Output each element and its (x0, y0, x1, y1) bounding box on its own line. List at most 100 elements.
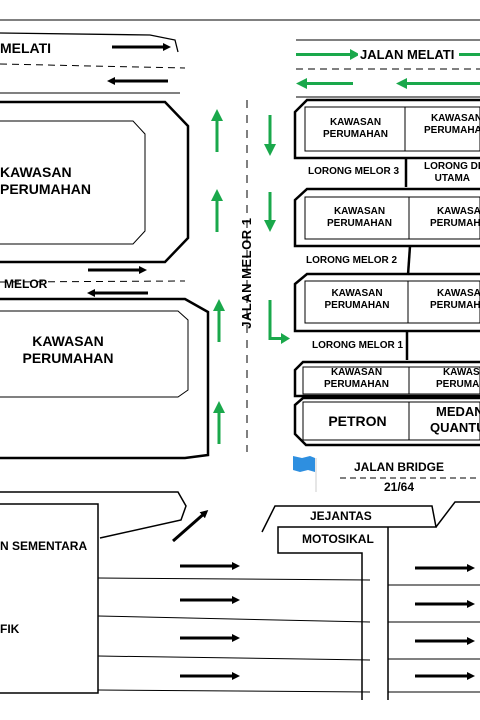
area-label-block4-a: KAWASAN PERUMAHAN (304, 367, 409, 391)
road-label-jalan-bridge: JALAN BRIDGE (354, 460, 445, 474)
area-label-sementara: N SEMENTARA (0, 539, 88, 553)
area-label-block2-a: KAWASAN PERUMAHAN (310, 206, 409, 230)
block-2-outline (293, 187, 480, 248)
road-label-jalan-melor-1: JALAN MELOR 1 (239, 217, 255, 329)
area-label-line: KAWASAN (436, 206, 480, 217)
block-1-inner (304, 106, 480, 152)
road-label-lorong-melor-1: LORONG MELOR 1 (312, 340, 404, 351)
green-arrow-down-shaft (268, 115, 272, 147)
left-top-block-inner (0, 120, 146, 245)
lane-line-2 (97, 615, 371, 623)
area-label-line: KAWASAN (442, 367, 480, 378)
green-arrow-left-icon (396, 78, 407, 89)
area-label-fik: FIK (0, 622, 20, 636)
area-label-block1-b: KAWASAN PERUMAHAN (424, 113, 480, 137)
area-label-left-top: KAWASAN PERUMAHAN (0, 164, 91, 198)
area-label-line: KAWASAN (329, 117, 382, 128)
jalan-melati-left-centerline (0, 63, 186, 69)
lane-line-3 (97, 655, 371, 661)
green-arrow-up-icon (213, 299, 225, 311)
road-label-line: UTAMA (434, 173, 471, 184)
green-arrow-turn-shaft (268, 300, 272, 340)
green-arrow-down-shaft (268, 192, 272, 222)
area-label-block3-b: KAWASAN PERUMAHAN (430, 288, 480, 312)
area-label-line: PERUMAHAN (430, 218, 480, 229)
block-5-inner (302, 401, 480, 441)
area-label-line: PERUMAHAN (22, 349, 114, 366)
green-arrow-down-icon (264, 144, 276, 156)
area-label-petron: PETRON (328, 413, 387, 429)
road-label-line: LORONG DI (424, 161, 480, 172)
jalan-melati-left-edge-top (0, 32, 179, 53)
green-arrow-left-shaft (305, 82, 353, 85)
block-2-inner (304, 196, 480, 240)
green-arrow-up-shaft (217, 308, 221, 342)
left-mid-block-inner (0, 310, 189, 398)
area-label-line: PERUMAHAN (430, 300, 480, 311)
area-label-line: KAWASAN (0, 164, 72, 180)
bottom-left-road-edge (0, 491, 187, 539)
green-arrow-turn-shaft (268, 337, 283, 340)
green-arrow-left-icon (296, 78, 307, 89)
jejantas-structure (261, 505, 437, 700)
green-arrow-right-shaft (459, 53, 480, 56)
bridge-ramp-right (435, 501, 480, 528)
jalan-melor-left-centerline (0, 280, 186, 283)
area-label-line: PERUMAHAN (327, 218, 392, 229)
left-mid-block-outline (0, 297, 210, 460)
green-arrow-up-shaft (215, 118, 219, 152)
road-label-jalan-melati-right: JALAN MELATI (358, 47, 457, 63)
lorong-divider-2 (406, 245, 412, 276)
road-label-melor: MELOR (4, 277, 48, 291)
left-top-block-outline (0, 100, 190, 264)
area-label-line: KAWASAN (32, 333, 104, 349)
green-arrow-turn-icon (281, 333, 290, 344)
block-3-outline (293, 272, 480, 333)
green-arrow-up-shaft (215, 198, 219, 232)
area-label-block2-b: KAWASAN PERUMAHAN (430, 206, 480, 230)
area-label-left-mid: KAWASAN PERUMAHAN (6, 333, 130, 367)
green-arrow-left-shaft (405, 82, 480, 85)
area-label-motosikal: MOTOSIKAL (302, 532, 374, 546)
block-5-outline (293, 396, 480, 447)
area-label-medan-quantum: MEDAN QUANTUM (430, 404, 480, 435)
area-label-line: PERUMAHAN (323, 129, 388, 140)
green-arrow-down-icon (264, 220, 276, 232)
road-label-lorong-utama: LORONG DI UTAMA (424, 161, 480, 185)
lane-line-4 (97, 689, 371, 693)
green-arrow-up-icon (211, 189, 223, 201)
location-flag-icon (293, 456, 315, 472)
area-label-block1-a: KAWASAN PERUMAHAN (306, 117, 405, 141)
block-1-outline (293, 98, 480, 160)
green-arrow-up-icon (211, 109, 223, 121)
green-arrow-up-icon (213, 401, 225, 413)
area-label-line: KAWASAN (430, 113, 480, 124)
area-label-line: KAWASAN (331, 288, 383, 299)
area-label-line: PERUMAHAN (324, 379, 389, 390)
green-arrow-up-shaft (217, 410, 221, 444)
road-label-jalan-melati-left: MELATI (0, 40, 52, 56)
area-label-line: QUANTUM (430, 419, 480, 435)
road-label-lorong-melor-2: LORONG MELOR 2 (306, 255, 398, 266)
block-3-inner (304, 280, 480, 324)
road-label-bridge-code: 21/64 (384, 480, 415, 494)
area-label-line: PERUMAHAN (424, 125, 480, 136)
area-label-line: KAWASAN (436, 288, 480, 299)
area-label-line: PERUMAHAN (436, 379, 480, 390)
area-label-line: MEDAN (436, 404, 480, 419)
block-4-outline (293, 360, 480, 398)
area-label-line: PERUMAHAN (0, 180, 91, 197)
area-label-block4-b: KAWASAN PERUMAHAN (436, 367, 480, 391)
sementara-area (0, 503, 99, 694)
road-label-lorong-melor-3: LORONG MELOR 3 (308, 166, 400, 177)
area-label-block3-a: KAWASAN PERUMAHAN (306, 288, 408, 312)
block-4-inner (302, 366, 480, 395)
arrow-diagonal-icon (172, 510, 209, 543)
area-label-line: KAWASAN (333, 206, 386, 217)
lane-line-1 (97, 577, 371, 581)
green-arrow-right-shaft (296, 53, 352, 56)
area-label-line: PERUMAHAN (324, 300, 390, 311)
area-label-line: KAWASAN (330, 367, 383, 378)
green-arrow-right-icon (350, 49, 360, 60)
